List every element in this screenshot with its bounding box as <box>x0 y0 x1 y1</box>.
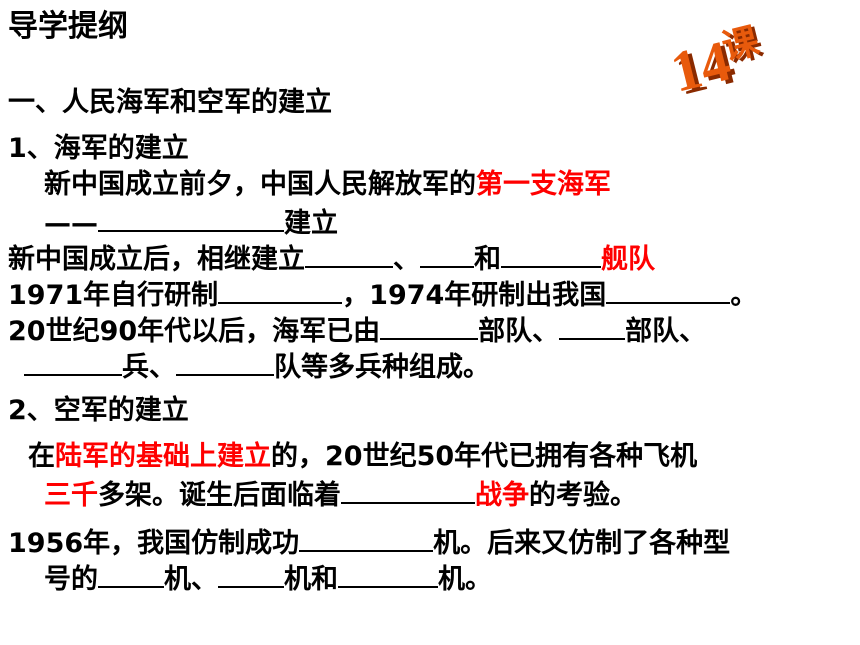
blank-5 <box>218 276 343 304</box>
text: 机。后来又仿制了各种型 <box>433 528 731 559</box>
blank-12 <box>299 524 434 552</box>
line-airforce-base: 在陆军的基础上建立的，20世纪50年代已拥有各种飞机 <box>28 440 697 474</box>
text: 机和 <box>284 564 338 595</box>
text: 机、 <box>164 564 218 595</box>
line-1990s: 20世纪90年代以后，海军已由 部队、 部队、 <box>8 312 706 349</box>
subheading-airforce: 2、空军的建立 <box>8 395 189 426</box>
text: 、 <box>393 244 420 275</box>
blank-11 <box>341 476 475 504</box>
text: 和 <box>474 244 501 275</box>
text: 部队、 <box>625 316 707 347</box>
line-navy-founded: —— 建立 <box>44 204 338 241</box>
blank-10 <box>176 348 274 376</box>
line-1956: 1956年，我国仿制成功 机。后来又仿制了各种型 <box>8 524 730 561</box>
blank-14 <box>218 560 284 588</box>
blank-1 <box>98 204 284 232</box>
text: 。 <box>730 280 758 311</box>
text: 新中国成立后，相继建立 <box>8 244 305 275</box>
line-branches: 兵、 队等多兵种组成。 <box>24 348 490 385</box>
page-title: 导学提纲 <box>8 9 128 44</box>
text: 在 <box>28 441 55 472</box>
text: 兵、 <box>122 352 176 383</box>
line-navy-first: 新中国成立前夕，中国人民解放军的第一支海军 <box>44 168 611 202</box>
line-1971: 1971年自行研制 ，1974年研制出我国 。 <box>8 276 757 313</box>
section-heading-1: 一、人民海军和空军的建立 <box>8 87 332 118</box>
dash: —— <box>44 208 98 239</box>
text: 号的 <box>44 564 98 595</box>
blank-6 <box>606 276 731 304</box>
highlight-fleet: 舰队 <box>601 244 655 275</box>
text: 新中国成立前夕，中国人民解放军的 <box>44 169 476 200</box>
text: 多架。诞生后面临着 <box>98 480 341 511</box>
highlight-war: 战争 <box>475 480 529 511</box>
blank-15 <box>338 560 438 588</box>
text: 20世纪90年代以后，海军已由 <box>8 316 381 347</box>
text: 机。 <box>438 564 492 595</box>
blank-8 <box>559 312 626 340</box>
blank-13 <box>98 560 164 588</box>
text: 的，20世纪50年代已拥有各种飞机 <box>271 441 698 472</box>
text: 建立 <box>284 208 338 239</box>
3d-lesson-number-icon: 14 14 课 课 <box>665 21 767 108</box>
blank-4 <box>501 240 601 268</box>
line-fleets: 新中国成立后，相继建立 、 和 舰队 <box>8 240 655 277</box>
text: 1971年自行研制 <box>8 280 219 311</box>
highlight-three-thousand: 三千 <box>44 480 98 511</box>
text: 队等多兵种组成。 <box>274 352 490 383</box>
line-models: 号的 机、 机和 机。 <box>44 560 492 597</box>
text: 的考验。 <box>529 480 637 511</box>
text: ，1974年研制出我国 <box>342 280 607 311</box>
line-three-thousand: 三千多架。诞生后面临着 战争的考验。 <box>44 476 637 513</box>
blank-9 <box>24 348 122 376</box>
subheading-navy: 1、海军的建立 <box>8 133 189 164</box>
blank-7 <box>380 312 479 340</box>
blank-3 <box>420 240 474 268</box>
text: 1956年，我国仿制成功 <box>8 528 300 559</box>
highlight-first-navy: 第一支海军 <box>476 169 611 200</box>
text: 部队、 <box>478 316 560 347</box>
highlight-army-base: 陆军的基础上建立 <box>55 441 271 472</box>
blank-2 <box>305 240 393 268</box>
